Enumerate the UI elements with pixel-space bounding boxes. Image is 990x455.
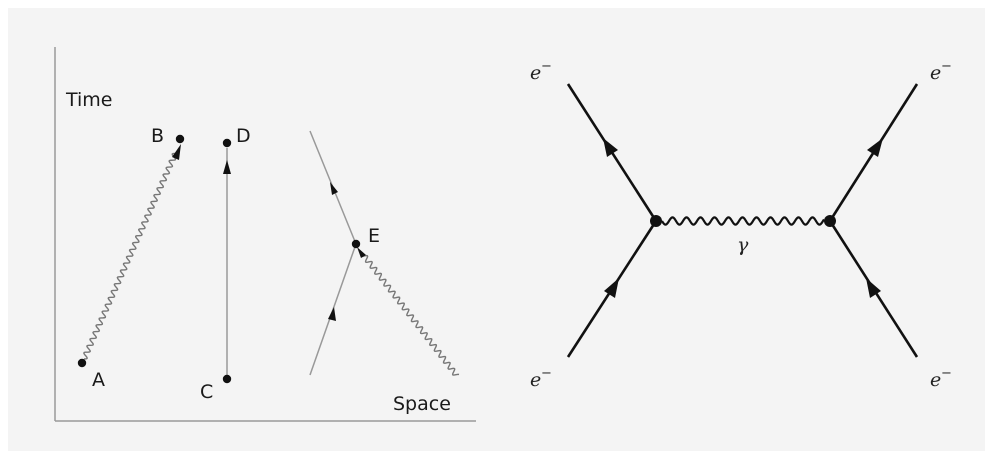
photon-propagator [661,216,825,226]
svg-text:e: e [530,369,541,391]
arrow-out-e-icon [330,182,338,195]
feynman-diagram: γ e − e − e − e − [530,59,952,391]
point-d-label: D [236,125,251,147]
svg-text:−: − [941,366,952,381]
point-e-label: E [368,225,380,247]
point-e [351,239,361,249]
arrow-cd-icon [223,160,231,174]
arrow-bottom-left-icon [604,278,619,298]
arrow-ab-icon [172,144,181,160]
label-electron-bottom-right: e − [930,366,952,391]
photon-line-ab [83,152,179,360]
svg-text:e: e [530,62,541,84]
spacetime-diagram: Time Space A B C D E [54,47,476,422]
time-axis-label: Time [65,89,113,111]
point-a-label: A [92,369,105,391]
svg-text:e: e [930,62,941,84]
svg-text:−: − [541,366,552,381]
vertex-left [650,215,662,227]
svg-text:e: e [930,369,941,391]
svg-text:−: − [941,59,952,74]
arrow-in-e-icon [328,307,336,321]
arrow-e-photon-icon [357,247,366,258]
photon-label: γ [737,234,749,256]
label-electron-bottom-left: e − [530,366,552,391]
point-d [222,138,232,148]
vertex-right [824,215,836,227]
arrow-top-right-icon [867,138,883,157]
point-c [222,374,232,384]
photon-line-e [360,252,460,376]
arrow-top-left-icon [603,138,618,157]
point-a [77,358,87,368]
point-b-label: B [151,125,164,147]
figure-panel [8,8,985,451]
point-c-label: C [200,381,213,403]
point-b [175,134,185,144]
label-electron-top-right: e − [930,59,952,84]
label-electron-top-left: e − [530,59,552,84]
space-axis-label: Space [393,393,451,415]
svg-text:−: − [541,59,552,74]
arrow-bottom-right-icon [866,278,881,298]
